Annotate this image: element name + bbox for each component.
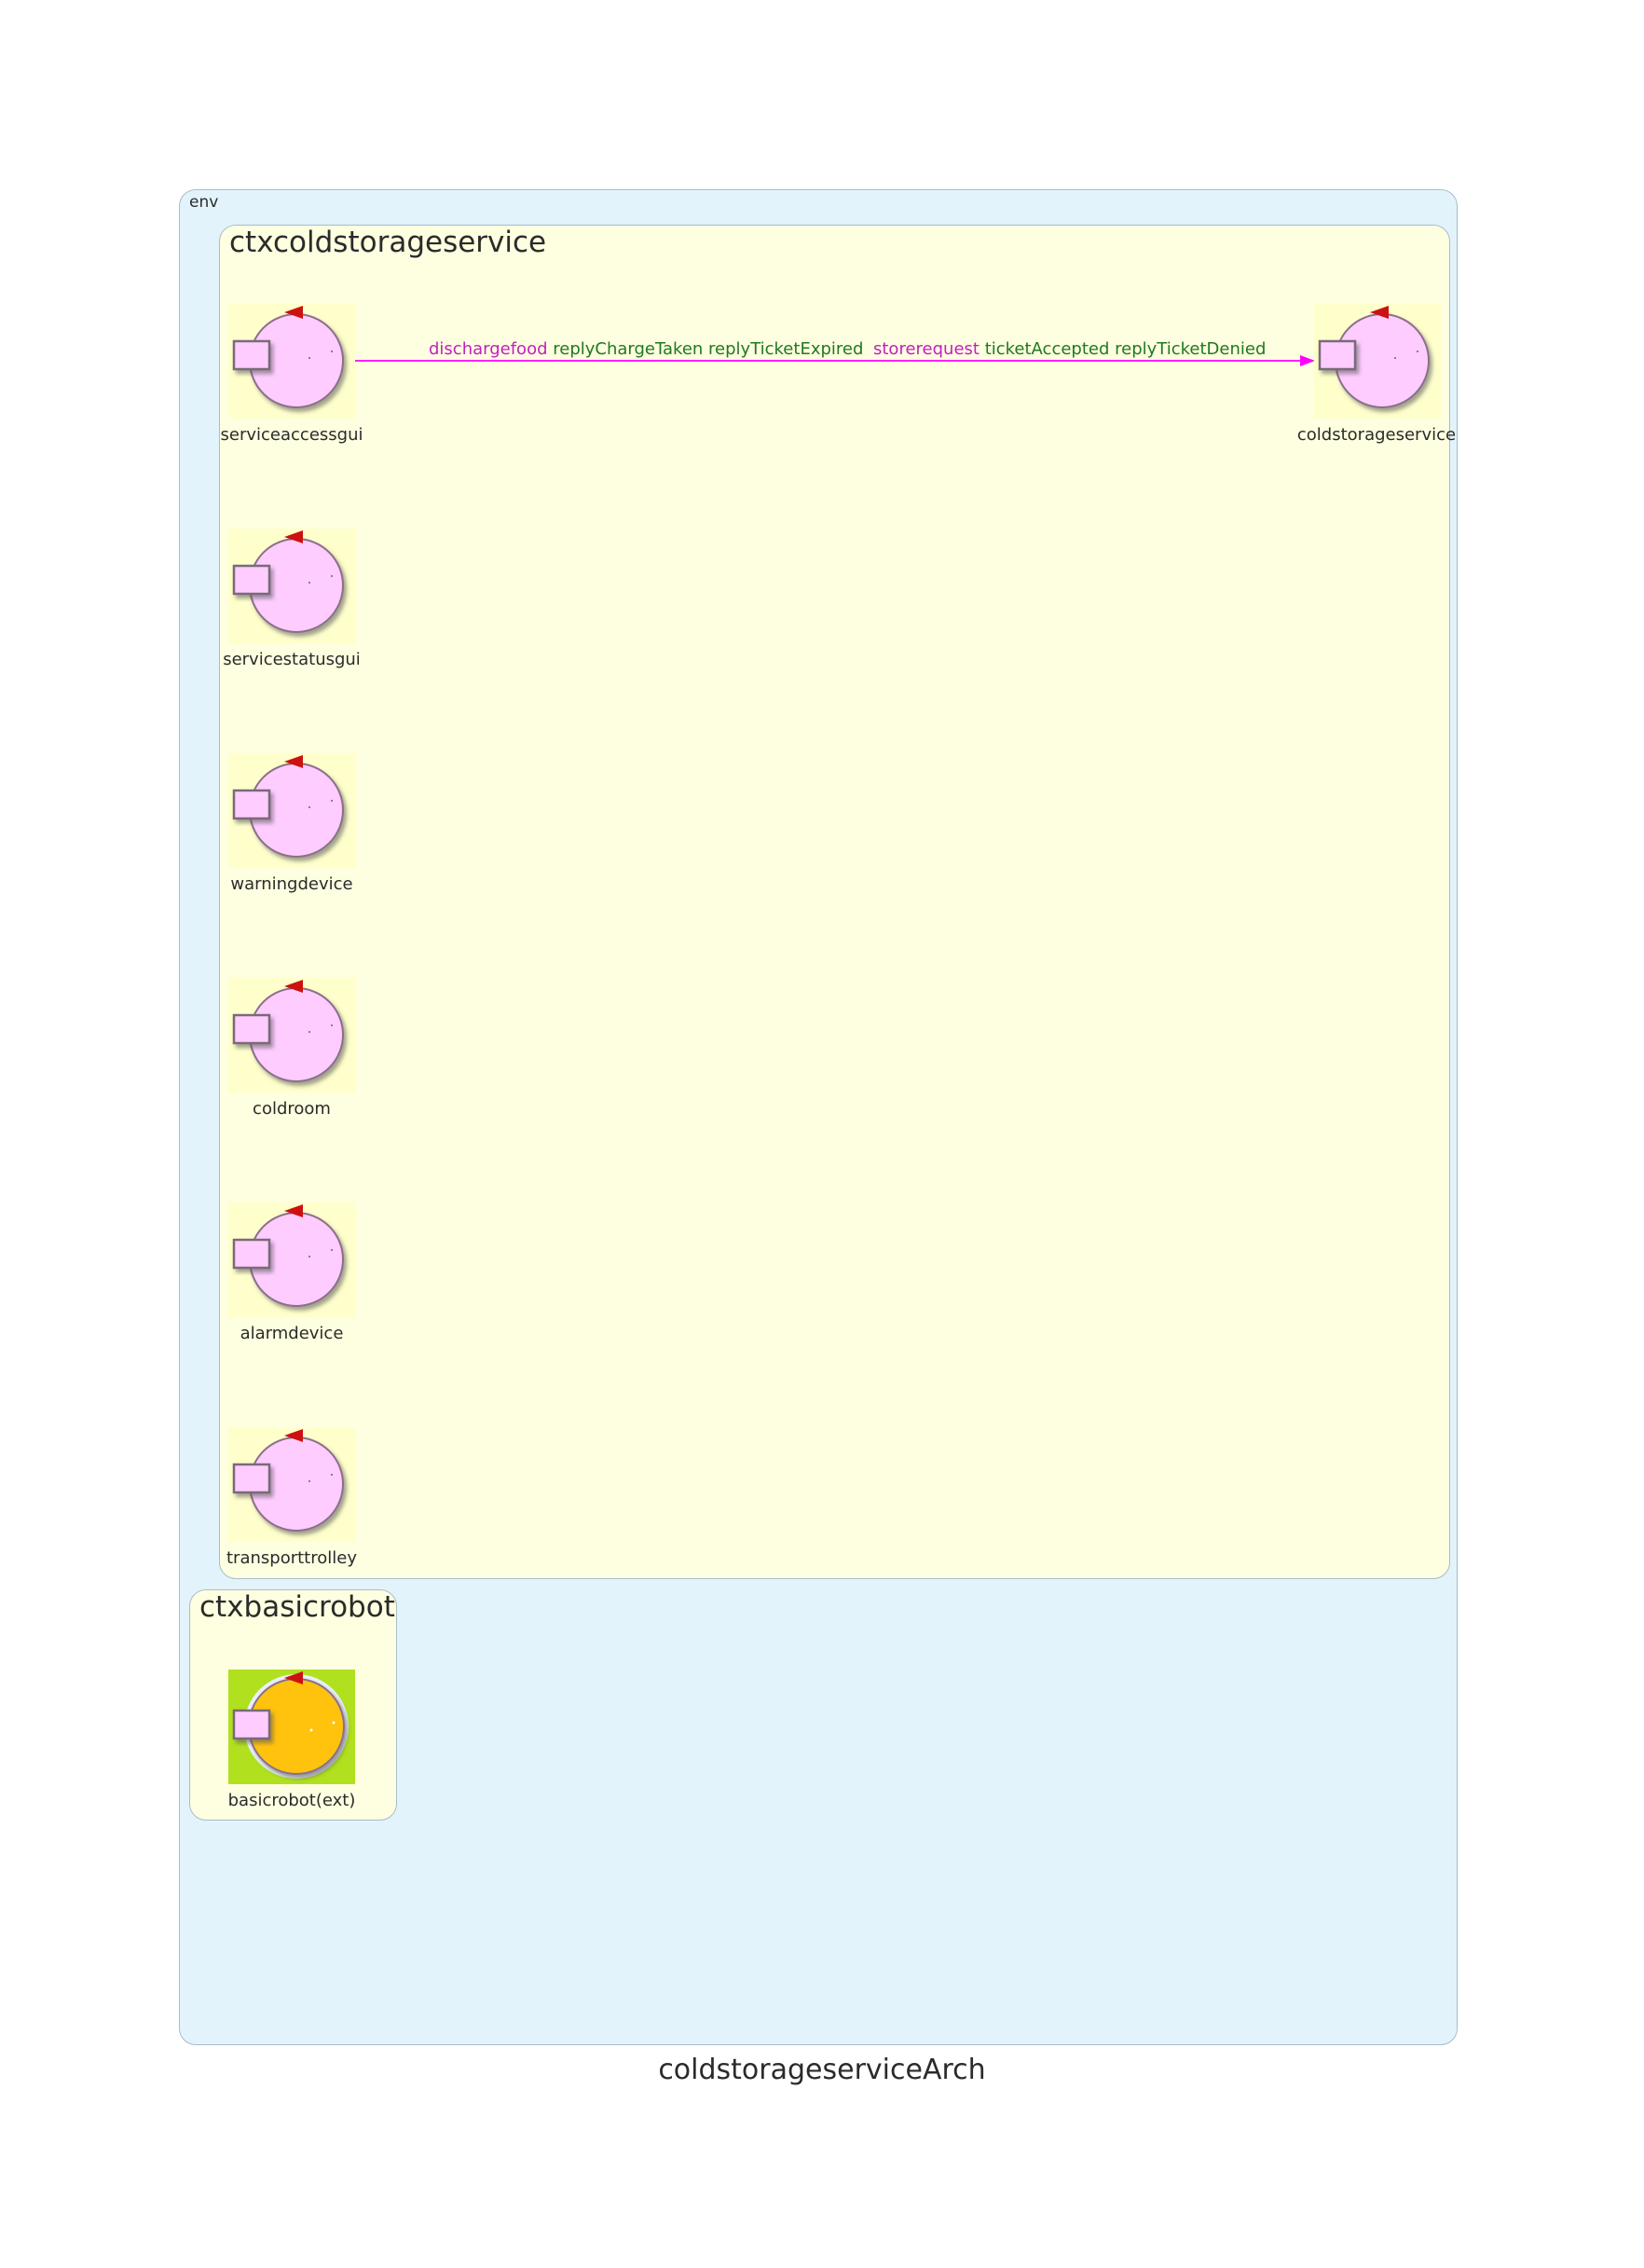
- context-ctxcoldstorageservice: ctxcoldstorageservice: [219, 225, 1450, 1579]
- actor-icon[interactable]: [228, 304, 355, 419]
- actor-icon[interactable]: [228, 529, 355, 643]
- actor-label-servicestatusgui: servicestatusgui: [223, 650, 361, 669]
- actor-icon[interactable]: [228, 1427, 355, 1542]
- actor-label-warningdevice: warningdevice: [230, 874, 353, 894]
- external-actor-icon[interactable]: [228, 1670, 355, 1784]
- actor-label-alarmdevice: alarmdevice: [240, 1324, 344, 1343]
- edge-label-replies-1: replyChargeTaken replyTicketExpired: [553, 339, 864, 359]
- actor-icon[interactable]: [1314, 304, 1441, 419]
- env-label: env: [189, 193, 219, 212]
- diagram-title: coldstorageserviceArch: [658, 2054, 986, 2086]
- actor-label-basicrobot-ext: basicrobot(ext): [227, 1791, 356, 1810]
- edge-label-replies-2: ticketAccepted replyTicketDenied: [984, 339, 1267, 359]
- actor-label-coldroom: coldroom: [253, 1099, 331, 1119]
- edge-label-group-1: dischargefood replyChargeTaken replyTick…: [429, 339, 863, 359]
- context-label-ctxcoldstorageservice: ctxcoldstorageservice: [229, 226, 547, 259]
- actor-icon[interactable]: [228, 753, 355, 868]
- context-label-ctxbasicrobot: ctxbasicrobot: [199, 1590, 395, 1624]
- actor-icon[interactable]: [228, 978, 355, 1093]
- edge-arrowhead: [1300, 355, 1315, 366]
- edge-label-storerequest: storerequest: [873, 339, 980, 359]
- edge-label-dischargefood: dischargefood: [429, 339, 548, 359]
- actor-label-serviceaccessgui: serviceaccessgui: [220, 425, 363, 445]
- actor-label-transporttrolley: transporttrolley: [226, 1548, 357, 1568]
- actor-label-coldstorageservice: coldstorageservice: [1296, 425, 1457, 445]
- actor-icon[interactable]: [228, 1203, 355, 1317]
- edge-label-group-2: storerequest ticketAccepted replyTicketD…: [873, 339, 1266, 359]
